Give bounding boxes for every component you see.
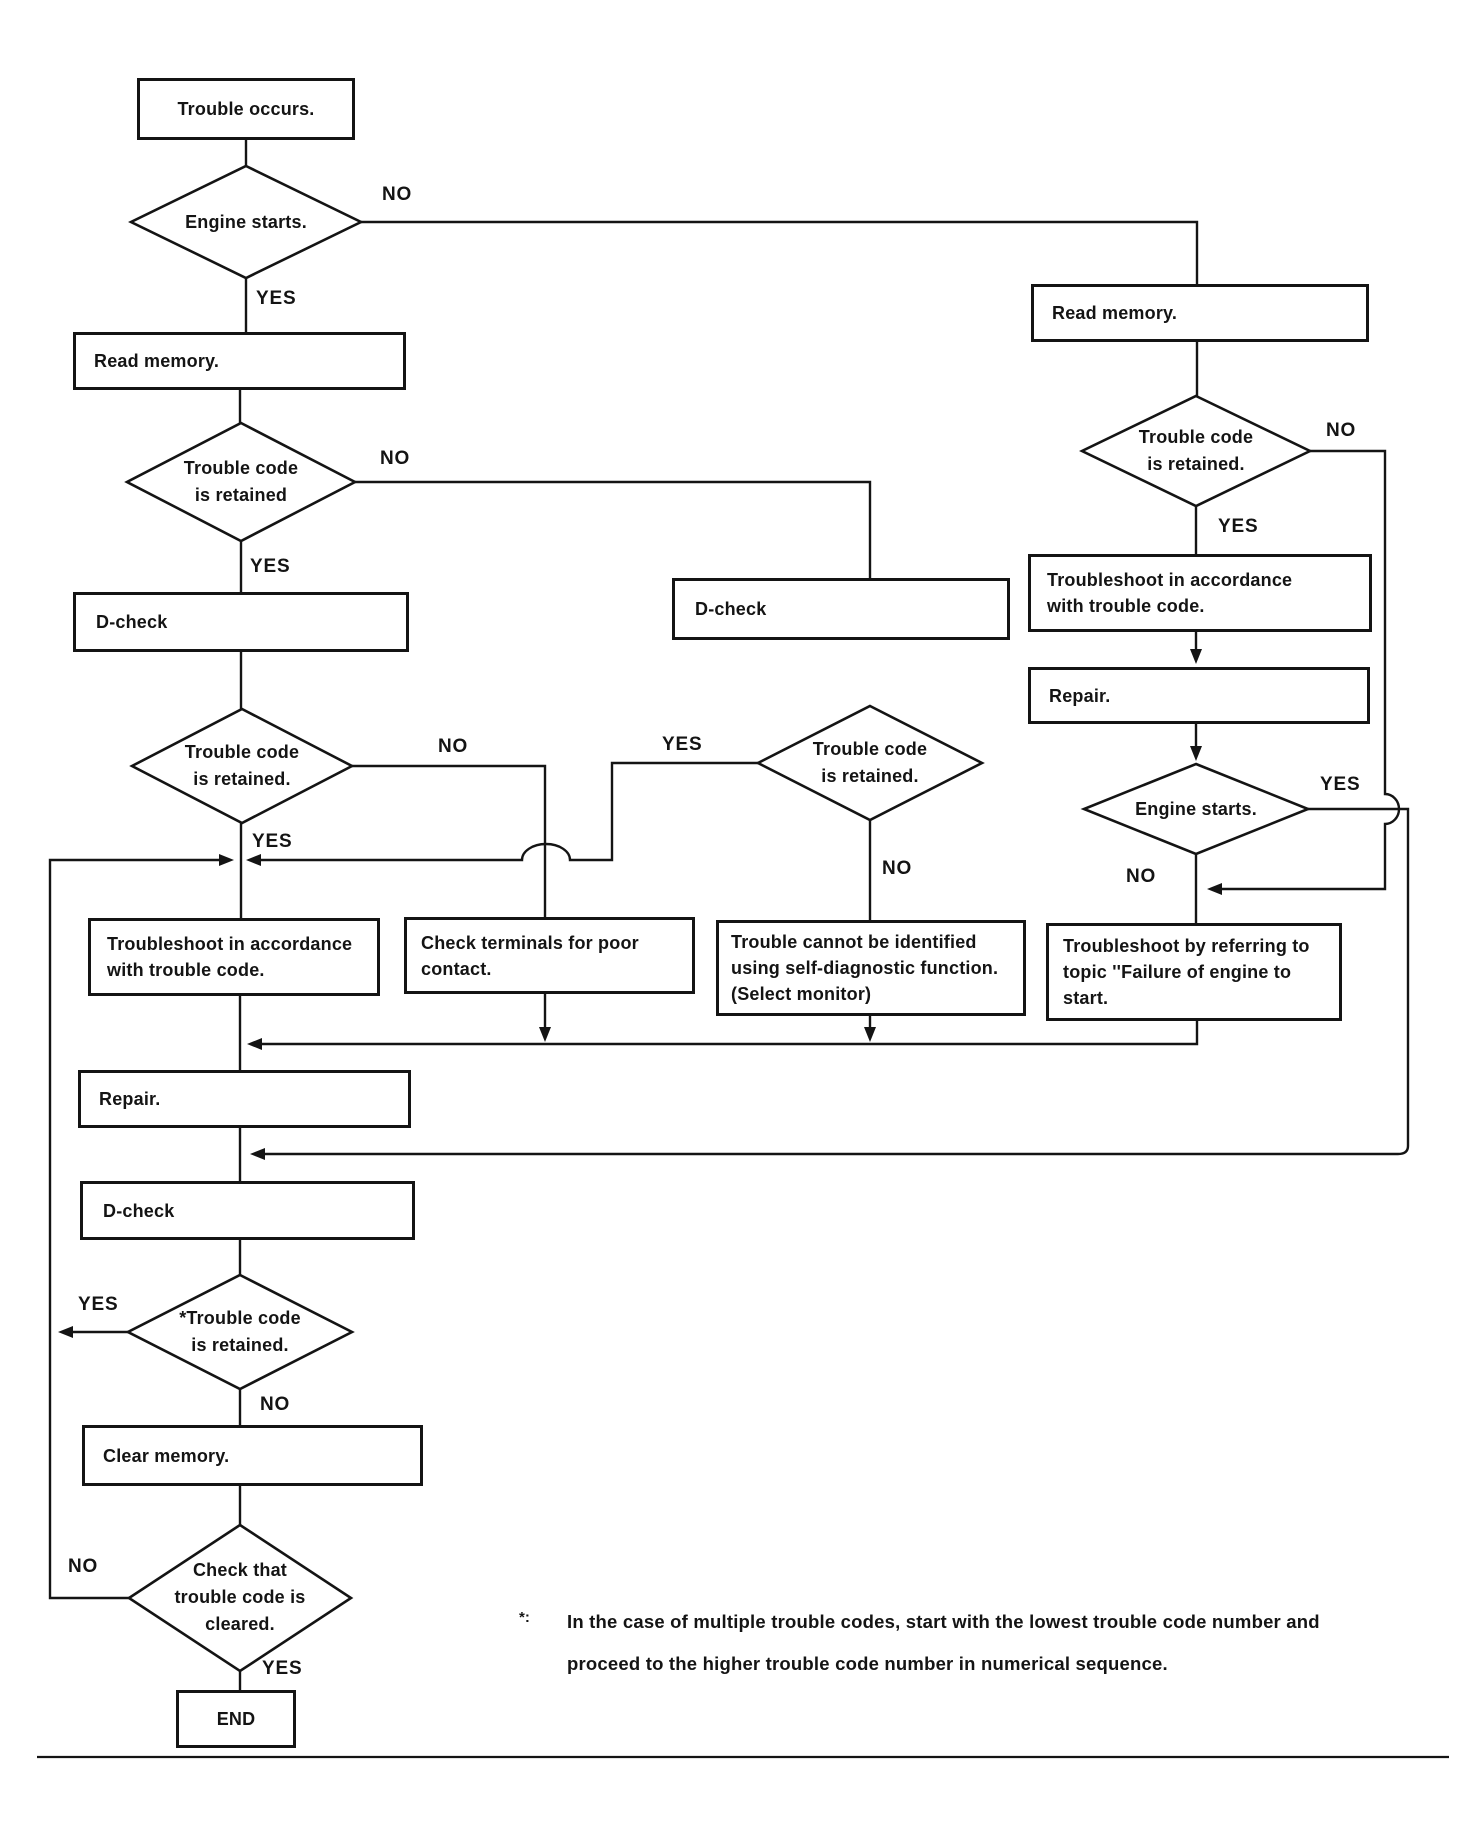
diamond-engine-starts-right bbox=[1080, 762, 1312, 856]
arrow-left-engineR-no-merge bbox=[1207, 883, 1222, 895]
edge-mid-yes-feedback bbox=[258, 761, 758, 862]
label-trouble-code-retained-left1: Trouble code is retained bbox=[183, 458, 299, 505]
label-engine-starts-right: Engine starts. bbox=[1135, 798, 1257, 819]
node-clear-memory: Clear memory. bbox=[82, 1425, 423, 1486]
arrow-left-junction bbox=[246, 854, 261, 866]
arrow-right-junction bbox=[219, 854, 234, 866]
node-repair-left: Repair. bbox=[78, 1070, 411, 1128]
node-d-check-mid: D-check bbox=[672, 578, 1010, 640]
flow-connectors bbox=[37, 140, 1449, 1759]
node-d-check-bottom: D-check bbox=[80, 1181, 415, 1240]
diamond-trouble-code-retained-left2 bbox=[129, 707, 355, 825]
edge-label-no-dright: NO bbox=[1326, 420, 1357, 441]
edge-engineR-yes-feedback bbox=[264, 807, 1410, 1156]
arrow-left-merge-1044 bbox=[247, 1038, 262, 1050]
edge-label-no-engine-top: NO bbox=[382, 184, 413, 205]
diamond-engine-starts-top bbox=[128, 164, 364, 280]
label-trouble-code-retained-mid: Trouble code is retained. bbox=[812, 739, 928, 786]
node-d-check-left: D-check bbox=[73, 592, 409, 652]
diamond-check-code-cleared bbox=[126, 1523, 354, 1673]
node-troubleshoot-failure-to-start: Troubleshoot by referring to topic ''Fai… bbox=[1046, 923, 1342, 1021]
edge-left-feedback bbox=[48, 858, 222, 1600]
node-read-memory-right: Read memory. bbox=[1031, 284, 1369, 342]
node-troubleshoot-trouble-code-right: Troubleshoot in accordance with trouble … bbox=[1028, 554, 1372, 632]
node-troubleshoot-trouble-code-left: Troubleshoot in accordance with trouble … bbox=[88, 918, 380, 996]
edge-label-yes-mid: YES bbox=[662, 734, 703, 755]
edge-label-yes-d2: YES bbox=[252, 831, 293, 852]
edge-label-no-d1: NO bbox=[380, 448, 411, 469]
arrow-down-repairR bbox=[1190, 649, 1202, 664]
diamond-trouble-code-retained-mid bbox=[755, 704, 985, 822]
arrow-left-merge-1154 bbox=[250, 1148, 265, 1160]
label-check-code-cleared: Check that trouble code is cleared. bbox=[174, 1560, 306, 1634]
node-repair-right: Repair. bbox=[1028, 667, 1370, 724]
label-trouble-code-retained-left2: Trouble code is retained. bbox=[184, 742, 300, 789]
footnote-text: In the case of multiple trouble codes, s… bbox=[567, 1611, 1320, 1674]
arrow-down-engineR bbox=[1190, 746, 1202, 761]
edge-label-no-dbottom: NO bbox=[260, 1394, 291, 1415]
edge-d1-no-to-mid-dcheck bbox=[355, 480, 872, 578]
edge-label-yes-d1: YES bbox=[250, 556, 291, 577]
diamond-trouble-code-retained-right bbox=[1079, 394, 1313, 508]
label-trouble-code-retained-right: Trouble code is retained. bbox=[1138, 427, 1254, 474]
arrow-down-terminals bbox=[539, 1027, 551, 1042]
edge-label-yes-engine-top: YES bbox=[256, 288, 297, 309]
edge-label-yes-cleared: YES bbox=[262, 1658, 303, 1679]
node-check-terminals: Check terminals for poor contact. bbox=[404, 917, 695, 994]
node-read-memory-left: Read memory. bbox=[73, 332, 406, 390]
arrow-down-cannot bbox=[864, 1027, 876, 1042]
edge-label-yes-engine-right: YES bbox=[1320, 774, 1361, 795]
arrowheads bbox=[58, 649, 1222, 1338]
label-engine-starts-top: Engine starts. bbox=[185, 211, 307, 232]
node-trouble-cannot-be-identified: Trouble cannot be identified using self-… bbox=[716, 920, 1026, 1016]
decision-diamonds bbox=[124, 164, 1313, 1673]
edge-label-no-engine-right: NO bbox=[1126, 866, 1157, 887]
node-end: END bbox=[176, 1690, 296, 1748]
edge-label-no-mid: NO bbox=[882, 858, 913, 879]
edge-d2-no-to-terminals bbox=[352, 764, 547, 917]
edge-label-yes-dbottom: YES bbox=[78, 1294, 119, 1315]
arrow-left-dbot-yes bbox=[58, 1326, 73, 1338]
diamond-trouble-code-retained-left1 bbox=[124, 421, 358, 543]
edge-merge-1044 bbox=[259, 1021, 1199, 1046]
edge-label-yes-dright: YES bbox=[1218, 516, 1259, 537]
edge-label-no-cleared: NO bbox=[68, 1556, 99, 1577]
edge-engine-no-top bbox=[361, 220, 1199, 284]
edge-label-no-d2: NO bbox=[438, 736, 469, 757]
diamond-trouble-code-retained-bottom bbox=[125, 1273, 355, 1391]
node-trouble-occurs: Trouble occurs. bbox=[137, 78, 355, 140]
label-trouble-code-retained-bottom: *Trouble code is retained. bbox=[179, 1308, 301, 1355]
footnote-marker: *: bbox=[519, 1609, 530, 1626]
